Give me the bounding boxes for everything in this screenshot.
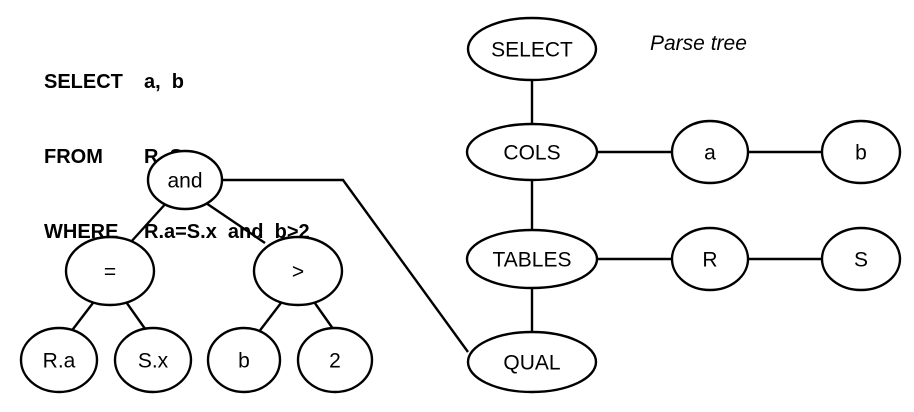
- node-two-operand-label: 2: [329, 350, 341, 373]
- node-b-operand[interactable]: b: [206, 326, 282, 394]
- node-greater-than[interactable]: >: [252, 235, 344, 307]
- node-two-operand[interactable]: 2: [296, 326, 374, 394]
- node-and-label: and: [167, 170, 202, 193]
- node-s-x-label: S.x: [138, 350, 169, 373]
- node-select-label: SELECT: [491, 39, 573, 62]
- node-greater-than-label: >: [292, 261, 304, 284]
- node-table-s-label: S: [854, 249, 868, 272]
- node-tables[interactable]: TABLES: [465, 228, 599, 290]
- node-equals-label: =: [104, 261, 116, 284]
- node-tables-label: TABLES: [493, 249, 572, 272]
- node-table-s[interactable]: S: [820, 226, 902, 292]
- node-col-b-label: b: [855, 142, 867, 165]
- node-cols[interactable]: COLS: [465, 122, 599, 182]
- sql-keyword-from: FROM: [44, 146, 103, 168]
- edge-and-eq: [129, 200, 169, 244]
- node-col-a-label: a: [704, 142, 716, 165]
- node-qual-label: QUAL: [503, 352, 560, 375]
- node-b-operand-label: b: [238, 350, 250, 373]
- edge-eq-sx: [123, 298, 149, 334]
- node-r-a-label: R.a: [43, 350, 76, 373]
- edge-and-gt: [202, 200, 266, 244]
- node-table-r-label: R: [702, 249, 717, 272]
- node-and[interactable]: and: [146, 149, 224, 211]
- node-qual[interactable]: QUAL: [466, 330, 598, 394]
- edge-gt-b: [257, 298, 285, 334]
- node-s-x[interactable]: S.x: [113, 326, 193, 394]
- node-col-a[interactable]: a: [670, 119, 750, 185]
- sql-body-select: a, b: [144, 71, 185, 93]
- sql-line-select: SELECT a, b: [44, 70, 310, 95]
- node-select[interactable]: SELECT: [466, 16, 598, 82]
- edge-and-qual: [222, 178, 469, 353]
- node-table-r[interactable]: R: [670, 226, 750, 292]
- node-col-b[interactable]: b: [820, 119, 902, 185]
- edge-eq-ra: [69, 298, 97, 334]
- node-cols-label: COLS: [503, 142, 560, 165]
- node-equals[interactable]: =: [64, 235, 156, 307]
- node-r-a[interactable]: R.a: [19, 326, 99, 394]
- parse-tree-caption: Parse tree: [650, 32, 747, 55]
- sql-keyword-select: SELECT: [44, 71, 123, 93]
